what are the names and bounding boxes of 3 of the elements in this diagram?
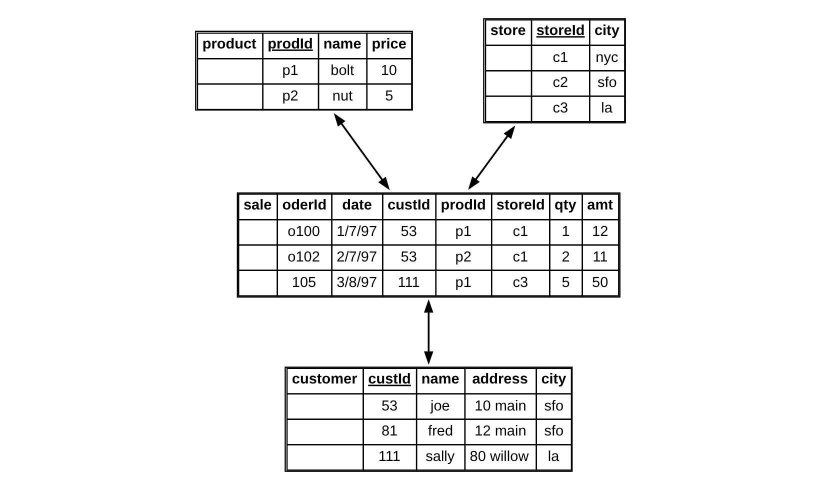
arrow: [468, 125, 515, 190]
arrow: [333, 112, 390, 190]
arrow: [423, 298, 433, 364]
